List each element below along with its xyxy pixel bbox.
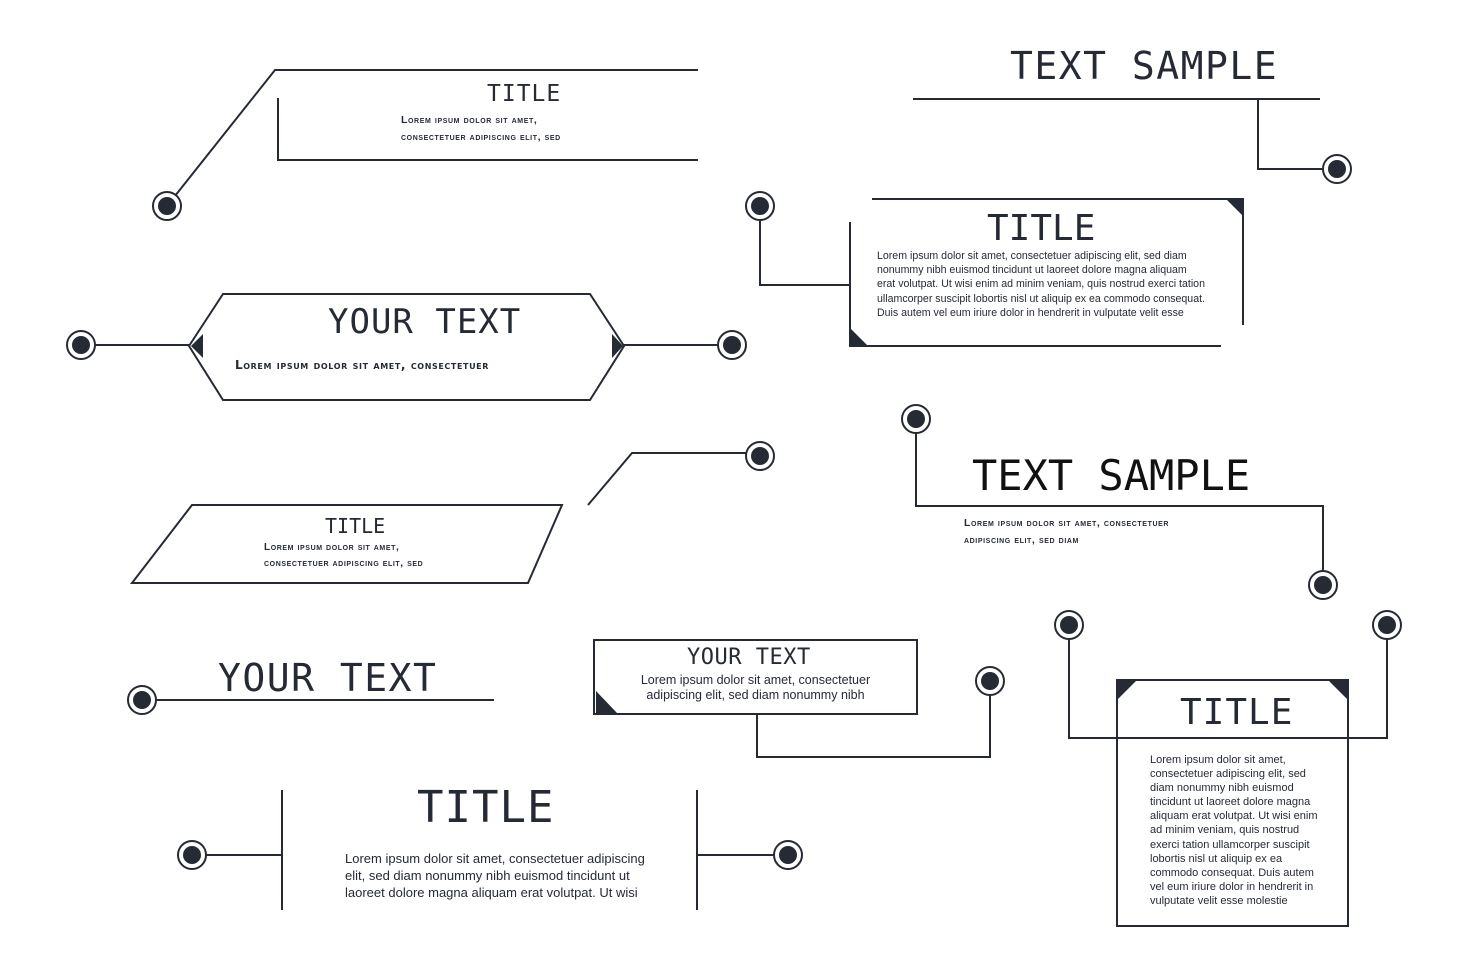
callout-10-title: TITLE [417,782,555,833]
callout-2-title: TEXT SAMPLE [1010,44,1279,88]
corner-marker [851,329,867,345]
corner-marker [1118,681,1136,699]
node-icon [152,191,182,221]
callout-5-body: Lorem ipsum dolor sit amet, consectetuer… [264,542,424,569]
callout-8-frame [593,639,991,758]
corner-marker [191,334,203,358]
node-icon [773,840,803,870]
node-icon [745,441,775,471]
callout-1-frame [166,69,698,207]
callout-3-title: TITLE [987,208,1096,249]
node-icon [127,685,157,715]
node-icon [717,330,747,360]
callout-9-frame [1068,625,1388,927]
node-icon [745,191,775,221]
callout-3-body: Lorem ipsum dolor sit amet, consectetuer… [877,250,1205,319]
node-icon [1308,570,1338,600]
connector-nodes [66,154,1402,870]
corner-marker [1329,681,1347,699]
callout-1-title: TITLE [487,81,562,107]
callout-8-title: YOUR TEXT [687,645,811,670]
callout-9-body: Lorem ipsum dolor sit amet, consectetuer… [1150,754,1318,907]
node-icon [66,330,96,360]
node-icon [177,840,207,870]
node-icon [901,404,931,434]
node-icon [1372,610,1402,640]
node-icon [1322,154,1352,184]
callout-4-frame [81,293,732,401]
callout-10-body: Lorem ipsum dolor sit amet, consectetuer… [345,851,645,900]
callout-4-body: Lorem ipsum dolor sit amet, consectetuer [235,358,489,372]
callout-6-frame [915,419,1324,585]
callout-6-title: TEXT SAMPLE [972,451,1251,500]
callout-6-body: Lorem ipsum dolor sit amet, consectetuer… [964,517,1170,546]
callout-8-body: Lorem ipsum dolor sit amet, consectetuer… [640,673,871,702]
callout-5-frame [129,452,760,584]
node-icon [975,666,1005,696]
node-icon [1054,610,1084,640]
callout-3-frame [759,198,1244,347]
callout-5-title: TITLE [325,514,386,538]
corner-marker [612,334,623,358]
callout-1-body: Lorem ipsum dolor sit amet, consectetuer… [401,114,561,143]
corner-marker [1227,200,1243,216]
corner-marker [596,691,617,713]
callout-4-title: YOUR TEXT [328,302,522,342]
callout-2-frame [913,98,1337,170]
callout-9-title: TITLE [1180,692,1294,733]
callout-7-title: YOUR TEXT [218,656,438,700]
corner-markers [191,200,1347,713]
